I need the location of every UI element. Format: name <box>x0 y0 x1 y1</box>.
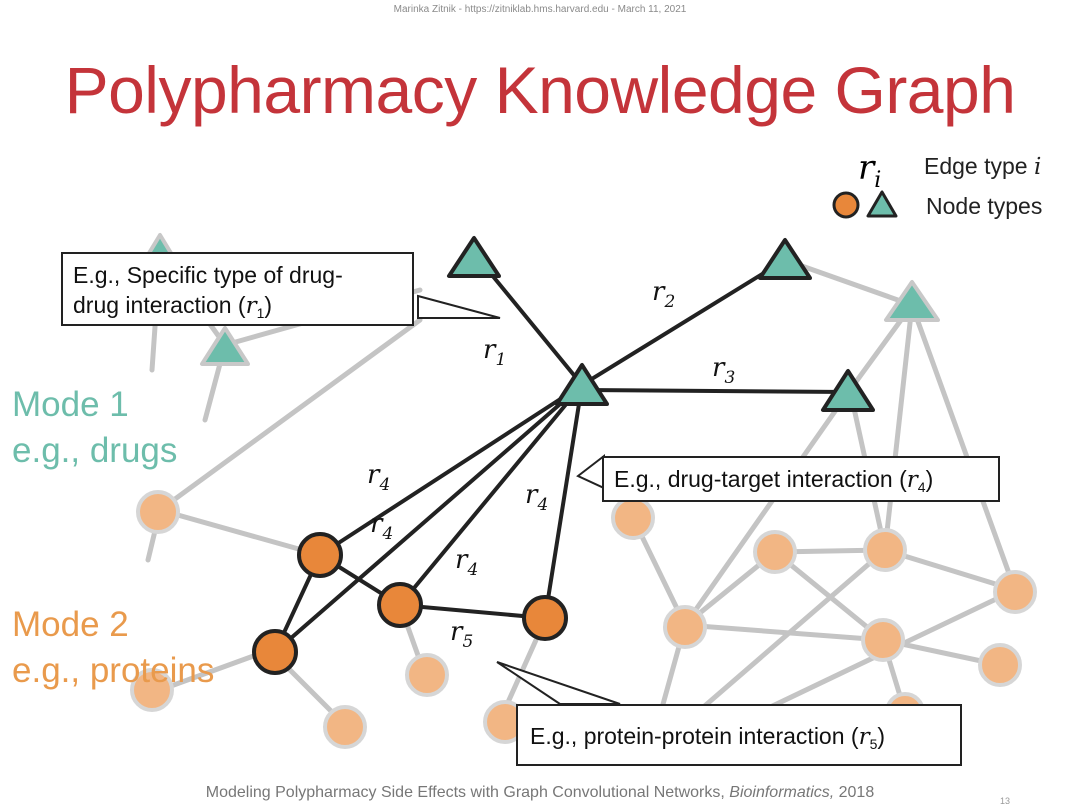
callout-dti-text: E.g., drug-target interaction (r4) <box>614 466 934 495</box>
legend-protein-node <box>832 191 860 219</box>
faded-edge <box>882 302 915 553</box>
callout-protein-protein-interaction: E.g., protein-protein interaction (r5) <box>516 704 962 766</box>
faded-edge <box>782 257 915 308</box>
mode-1-example: e.g., drugs <box>12 431 178 470</box>
edge-r4 <box>543 383 584 620</box>
edge-label-r4: r4 <box>455 545 478 580</box>
faded-drug-node <box>200 326 250 366</box>
mode-2-title: Mode 2 <box>12 605 129 644</box>
page-number: 13 <box>1000 796 1011 806</box>
faded-protein-node <box>323 705 367 749</box>
edge-label-r1: r1 <box>483 335 506 370</box>
callout-ppi-text: E.g., protein-protein interaction (r5) <box>530 723 886 752</box>
legend-edge-symbol: ri <box>858 148 882 193</box>
callout-drug-drug-interaction: E.g., Specific type of drug- drug intera… <box>61 252 414 326</box>
edge-r1 <box>476 256 584 387</box>
faded-protein-node <box>611 496 655 540</box>
faded-edge <box>909 302 1018 593</box>
protein-node <box>522 595 568 641</box>
edge-label-r5: r5 <box>450 617 473 652</box>
edge-r3 <box>580 388 850 394</box>
protein-node <box>252 629 298 675</box>
faded-protein-node <box>136 490 180 534</box>
faded-edge <box>697 547 888 713</box>
faded-protein-node <box>663 605 707 649</box>
callout-pointer-ddi <box>417 294 501 319</box>
edge-label-r4: r4 <box>370 509 393 544</box>
legend-node-label: Node types <box>926 193 1043 219</box>
slide-footer-citation: Modeling Polypharmacy Side Effects with … <box>205 784 875 801</box>
faded-protein-nodes <box>130 490 1037 749</box>
edge-label-r2: r2 <box>652 277 675 312</box>
faded-edge <box>682 387 853 628</box>
edge-r2 <box>580 258 787 387</box>
callout-ddi-line2: drug interaction (r1) <box>73 292 273 321</box>
slide-title: Polypharmacy Knowledge Graph <box>64 53 1016 127</box>
edge-r4 <box>273 383 584 654</box>
faded-edge <box>157 507 323 558</box>
mode-2-label: Mode 2 e.g., proteins <box>12 602 214 694</box>
edge-r4 <box>398 383 584 607</box>
legend-edge-label: Edge type i <box>924 153 1042 180</box>
drug-node <box>821 369 875 412</box>
faded-edge <box>157 647 273 693</box>
faded-edge <box>882 547 1018 593</box>
faded-drug-node <box>884 280 940 322</box>
faded-protein-node <box>130 668 174 712</box>
faded-protein-node <box>863 528 907 572</box>
faded-protein-node <box>861 618 905 662</box>
edge-r4 <box>318 383 584 557</box>
protein-node <box>297 532 343 578</box>
faded-edge <box>682 622 886 643</box>
faded-protein-node <box>405 653 449 697</box>
faded-edge <box>157 317 423 513</box>
edge-label-r4: r4 <box>525 480 548 515</box>
drug-node <box>758 238 812 280</box>
mode-2-example: e.g., proteins <box>12 651 215 690</box>
protein-node <box>377 582 423 628</box>
faded-protein-node <box>753 530 797 574</box>
edge-labels: r1 r2 r3 r4 r4 r4 r4 r5 <box>367 277 735 652</box>
active-drug-nodes <box>447 236 875 412</box>
mode-1-label: Mode 1 e.g., drugs <box>12 382 177 474</box>
callout-pointer-dti <box>576 453 605 490</box>
edge-r5 <box>398 603 547 620</box>
drug-node-center <box>555 363 609 406</box>
active-protein-nodes <box>252 532 568 675</box>
callout-ddi-line1: E.g., Specific type of drug- <box>73 262 343 288</box>
legend-shapes <box>832 190 898 219</box>
callout-drug-target-interaction: E.g., drug-target interaction (r4) <box>602 456 1000 502</box>
faded-protein-node <box>993 570 1037 614</box>
mode-1-title: Mode 1 <box>12 385 129 424</box>
edge-label-r3: r3 <box>712 353 735 388</box>
drug-node <box>447 236 501 278</box>
legend-drug-node <box>866 190 898 218</box>
slide-header: Marinka Zitnik - https://zitniklab.hms.h… <box>393 4 687 15</box>
edge-label-r4: r4 <box>367 460 390 495</box>
faded-protein-node <box>978 643 1022 687</box>
